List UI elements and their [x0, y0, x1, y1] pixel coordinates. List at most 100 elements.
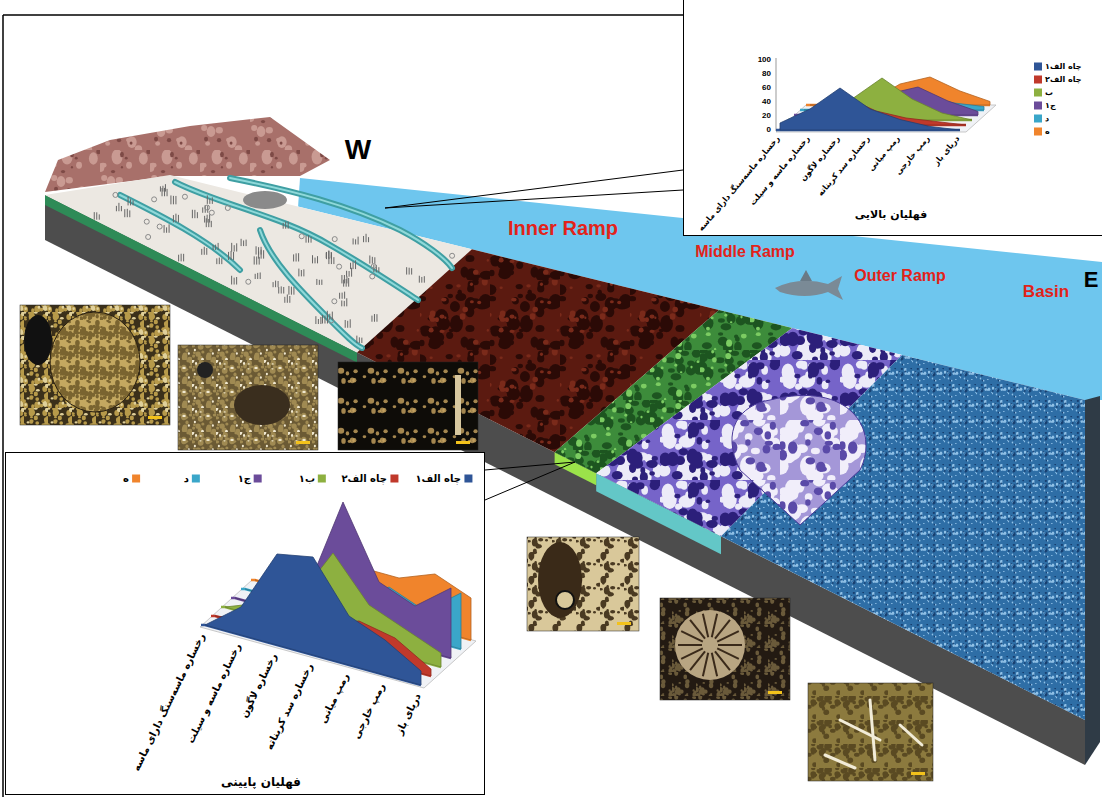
tree-stroke [419, 276, 420, 283]
tree-stroke [333, 257, 334, 264]
tree-stroke [308, 235, 309, 242]
river-channel [120, 195, 240, 270]
tree-stroke [215, 245, 216, 250]
micrograph [338, 362, 478, 450]
legend-swatch [1034, 88, 1042, 96]
legend-text: چاه الف۲ [341, 473, 387, 484]
axis-tick: 40 [762, 97, 771, 106]
tree-stroke [208, 219, 209, 227]
panel-title-holder: فهلیان پایینی [221, 776, 301, 790]
tree-stroke [162, 188, 163, 196]
shrub [113, 192, 118, 197]
tree-stroke [341, 275, 342, 283]
shrub [144, 219, 149, 224]
foraminifer [556, 591, 574, 609]
legend-item: چاه الف۱ [1034, 62, 1081, 71]
tree-stroke [207, 195, 208, 203]
legend-text: د [184, 473, 189, 484]
tree-stroke [256, 246, 257, 254]
legend-text: ب [1045, 88, 1053, 97]
legend-item: ب [1034, 88, 1053, 97]
shrub [225, 205, 230, 210]
legend-text: چاه الف۲ [1045, 75, 1081, 84]
septum [703, 653, 708, 676]
micrograph [178, 345, 318, 450]
chart-panel-ground [5, 452, 485, 795]
tree-stroke [342, 293, 343, 299]
panel-title: فهلیان بالایی [855, 209, 928, 222]
zone-label: Basin [1023, 282, 1069, 302]
legend-swatch [1034, 114, 1042, 122]
tree-stroke [175, 196, 176, 204]
tree-stroke [350, 319, 351, 327]
tree-stroke [192, 210, 193, 218]
legend-item: ج۱ [1034, 101, 1056, 110]
legend-swatch [390, 474, 398, 482]
tree-stroke [306, 236, 307, 243]
tree-stroke [298, 269, 299, 277]
tree-stroke [421, 277, 422, 283]
scale-bar [617, 622, 631, 625]
septum [681, 648, 703, 658]
legend-swatch [192, 474, 200, 482]
tree-stroke [194, 210, 195, 218]
tree-stroke [99, 214, 100, 219]
tree-stroke [204, 247, 205, 255]
chart-panel: فهلیان پایینی [5, 452, 485, 795]
tree-stroke [175, 214, 176, 223]
tree-stroke [369, 255, 370, 263]
tree-stroke [327, 311, 328, 320]
shrub [337, 264, 342, 269]
river-channel [260, 230, 362, 348]
tree-stroke [234, 245, 235, 251]
river-channel-water [260, 230, 362, 348]
bioclast [870, 700, 875, 760]
tree-stroke [263, 250, 264, 258]
shell-fragment [455, 375, 461, 435]
zone-label-holder: Outer Ramp [854, 267, 946, 285]
shrub [152, 197, 157, 202]
tree-stroke [173, 215, 174, 222]
scale-bar [148, 416, 162, 419]
tree-stroke [202, 207, 203, 212]
tree-stroke [371, 316, 372, 322]
tree-stroke [130, 199, 131, 205]
micrograph [808, 683, 933, 781]
tree-stroke [350, 263, 351, 269]
tree-stroke [303, 269, 304, 276]
tree-stroke [255, 274, 256, 279]
septum [717, 631, 739, 641]
micrograph [660, 598, 790, 700]
leader-line [385, 170, 683, 208]
shrub [332, 299, 337, 304]
tree-stroke [275, 281, 276, 288]
tree-stroke [359, 337, 360, 343]
tree-stroke [374, 257, 375, 263]
tree-stroke [288, 222, 289, 229]
tree-stroke [345, 320, 346, 328]
zone-label-holder: Middle Ramp [695, 243, 795, 261]
micrograph [527, 537, 639, 631]
tree-stroke [260, 272, 261, 279]
tree-stroke [204, 216, 205, 223]
direction-label: W [345, 134, 371, 166]
tree-stroke [207, 215, 208, 223]
tree-stroke [170, 195, 171, 204]
tree-stroke [301, 270, 302, 276]
direction-label: E [1084, 267, 1099, 292]
zone-label: Inner Ramp [508, 217, 618, 240]
tree-stroke [201, 249, 202, 255]
tree-stroke [288, 286, 289, 295]
tree-stroke [197, 212, 198, 218]
shrub [332, 237, 337, 242]
tree-stroke [293, 254, 294, 261]
tree-stroke [287, 294, 288, 302]
legend-swatch [464, 474, 472, 482]
zone-label: Middle Ramp [695, 243, 795, 261]
tree-stroke [94, 212, 95, 220]
tree-stroke [166, 227, 167, 232]
legend-item: چاه الف۲ [1034, 75, 1081, 84]
river-channel-water [120, 195, 240, 270]
leader-line [485, 462, 575, 470]
area-chart-3d [776, 58, 996, 132]
